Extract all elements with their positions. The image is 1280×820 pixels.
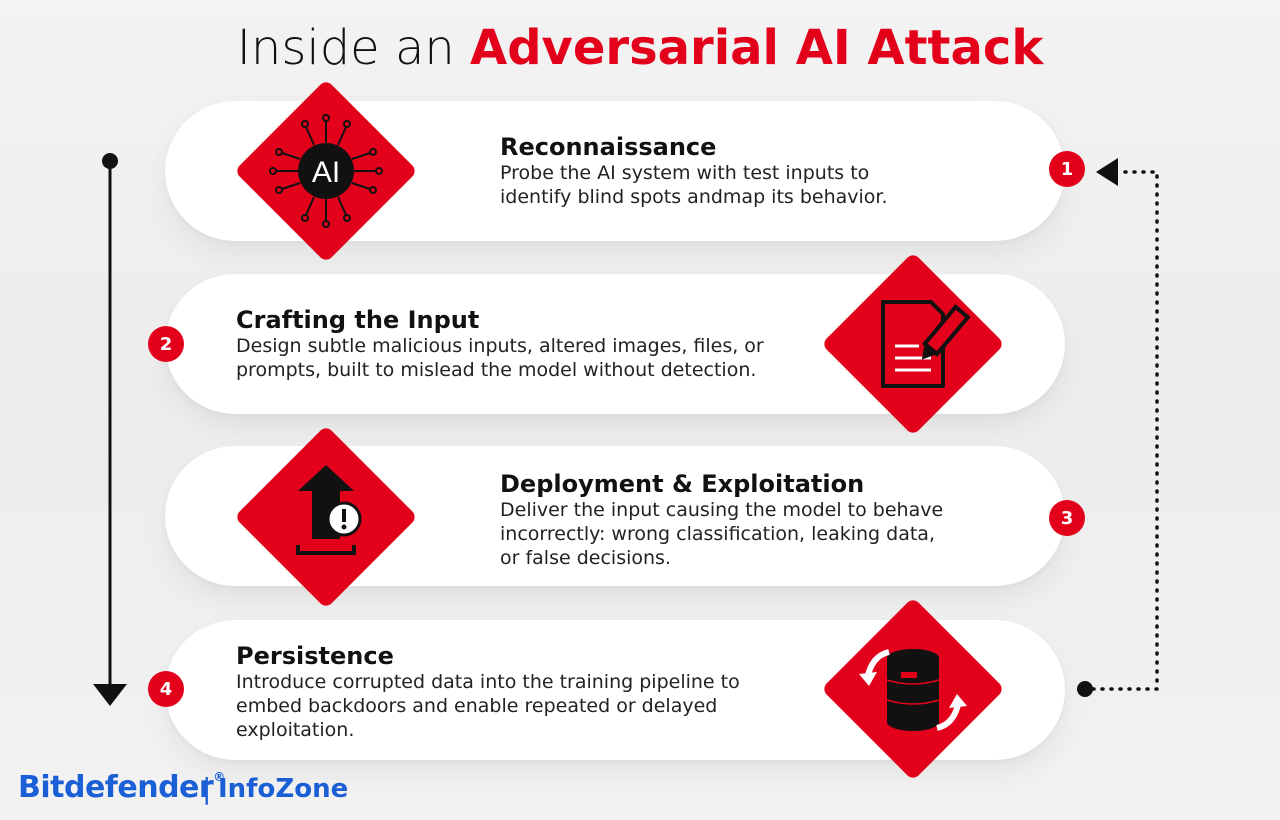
step-2-description: Design subtle malicious inputs, altered …: [236, 335, 764, 381]
step-4-number-badge: 4: [148, 671, 184, 707]
step-3-number-badge: 3: [1049, 500, 1085, 536]
brand-logo: Bitdefender®: [18, 770, 225, 805]
document-edit-icon: [823, 254, 1003, 434]
page-title: Inside an Adversarial AI Attack: [0, 18, 1280, 78]
step-1-number-badge: 1: [1049, 151, 1085, 187]
step-3-description: Deliver the input causing the model to b…: [500, 499, 944, 569]
step-4-title: Persistence: [236, 642, 394, 670]
database-sync-icon: [823, 600, 1003, 780]
upload-warning-icon: [236, 427, 416, 607]
registered-mark: ®: [213, 770, 225, 784]
brand-subtitle: InfoZone: [218, 774, 349, 804]
ai-chip-icon: AI: [236, 81, 416, 261]
left-arrow-start-dot: [102, 153, 118, 169]
loop-arrow-start-dot: [1077, 681, 1093, 697]
step-1-description: Probe the AI system with test inputs to …: [500, 162, 888, 208]
left-arrowhead-icon: [1096, 158, 1118, 186]
loop-arrow-dotted-line: [1091, 170, 1159, 691]
step-3-title: Deployment & Exploitation: [500, 470, 865, 498]
step-1-title: Reconnaissance: [500, 133, 717, 161]
step-2-title: Crafting the Input: [236, 306, 480, 334]
brand-name: Bitdefender: [18, 770, 214, 805]
brand-separator: |: [202, 772, 212, 805]
ai-chip-label: AI: [312, 156, 340, 189]
title-prefix: Inside an: [236, 20, 455, 76]
title-accent: Adversarial AI Attack: [470, 20, 1044, 76]
step-2-number-badge: 2: [148, 326, 184, 362]
down-arrowhead-icon: [93, 684, 127, 706]
step-4-description: Introduce corrupted data into the traini…: [236, 671, 740, 741]
